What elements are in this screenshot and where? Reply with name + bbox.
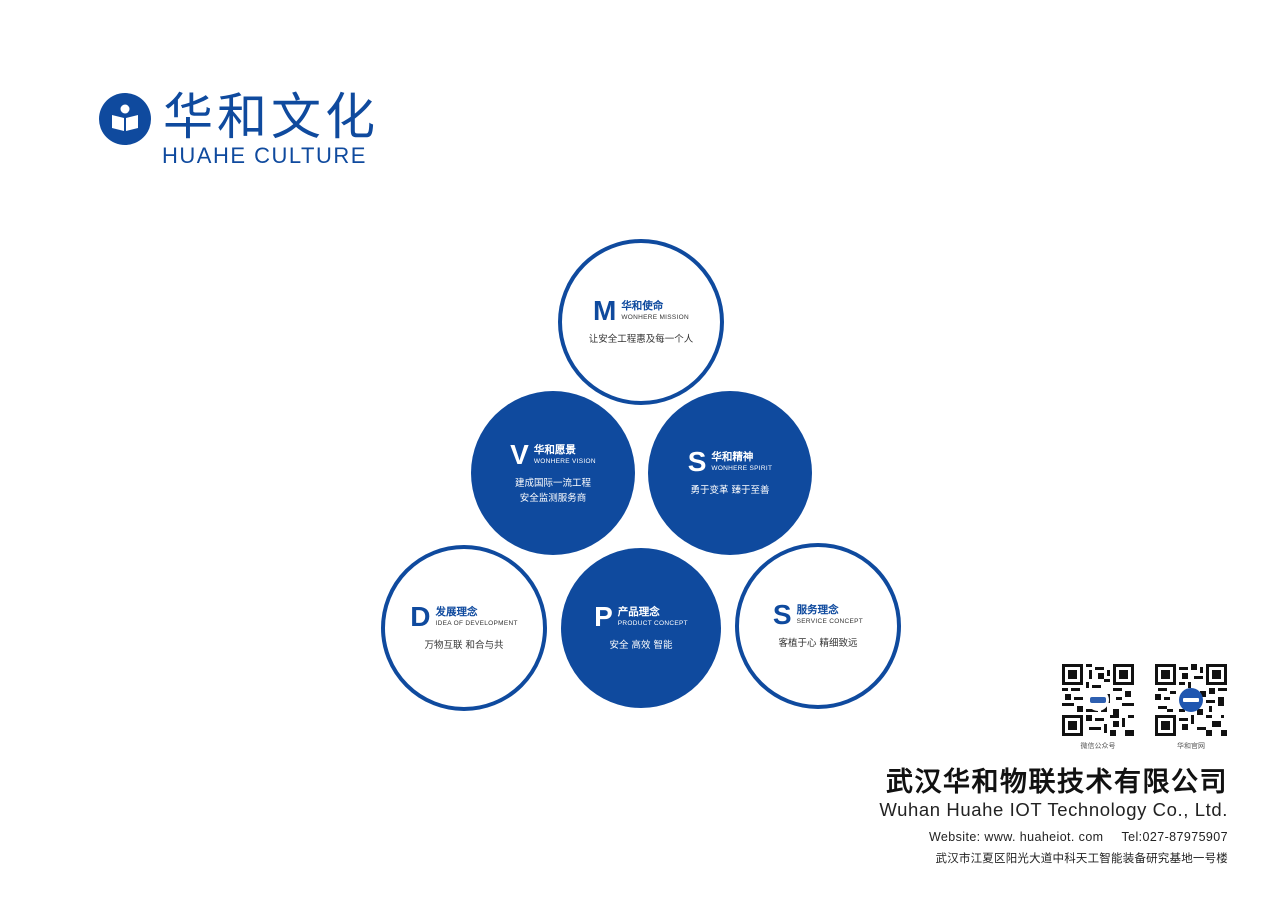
company-phone: Tel:027-87975907 <box>1121 830 1228 844</box>
circle-description: 客植于心 精细致远 <box>778 638 858 649</box>
qr-wechat: 微信公众号 <box>1062 664 1134 751</box>
circle-letter: V <box>510 438 529 470</box>
circle-letter: M <box>592 295 617 326</box>
circle-letter: P <box>594 601 613 632</box>
company-address: 武汉市江夏区阳光大道中科天工智能装备研究基地一号楼 <box>935 851 1228 865</box>
circle-mission: M 华和使命 WONHERE MISSION 让安全工程惠及每一个人 <box>558 239 724 405</box>
circle-description: 建成国际一流工程 安全监测服务商 <box>515 476 591 506</box>
qr-label: 微信公众号 <box>1080 742 1116 750</box>
circle-product: P 产品理念 PRODUCT CONCEPT 安全 高效 智能 <box>561 548 721 708</box>
qr-code-icon <box>1062 664 1134 736</box>
circle-development: D 发展理念 IDEA OF DEVELOPMENT 万物互联 和合与共 <box>381 545 547 711</box>
circle-title-cn: 发展理念 <box>435 606 478 618</box>
circle-title-en: WONHERE VISION <box>533 457 596 465</box>
circle-title-cn: 华和精神 <box>711 451 754 463</box>
qr-logo-badge <box>1179 688 1203 712</box>
circle-title-en: PRODUCT CONCEPT <box>617 620 688 627</box>
circle-vision: V 华和愿景 WONHERE VISION 建成国际一流工程 安全监测服务商 <box>471 391 635 555</box>
circle-description: 万物互联 和合与共 <box>424 640 504 651</box>
circle-title-cn: 华和使命 <box>621 300 664 312</box>
circle-service: S 服务理念 SERVICE CONCEPT 客植于心 精细致远 <box>735 543 901 709</box>
qr-label: 华和官网 <box>1177 742 1205 750</box>
brand-logo: 华和文化 HUAHE CULTURE <box>99 92 379 167</box>
company-name-cn: 武汉华和物联技术有限公司 <box>886 767 1228 798</box>
circle-title-en: SERVICE CONCEPT <box>796 618 864 625</box>
circle-letter: D <box>410 601 431 632</box>
circle-description: 勇于变革 臻于至善 <box>690 485 770 496</box>
circle-title-cn: 服务理念 <box>796 604 839 616</box>
company-contact: Website: www. huaheiot. com Tel:027-87975… <box>879 829 1228 845</box>
company-info: 武汉华和物联技术有限公司 Wuhan Huahe IOT Technology … <box>879 768 1228 866</box>
company-name-en: Wuhan Huahe IOT Technology Co., Ltd. <box>879 799 1228 820</box>
circle-title-en: IDEA OF DEVELOPMENT <box>435 620 518 627</box>
company-website: Website: www. huaheiot. com <box>928 830 1104 844</box>
qr-logo-badge <box>1087 689 1109 711</box>
open-book-person-icon <box>99 93 151 145</box>
qr-code-icon <box>1155 664 1227 736</box>
circle-letter: S <box>687 446 707 477</box>
circle-title-cn: 华和愿景 <box>533 443 576 456</box>
brand-name-en: HUAHE CULTURE <box>162 143 367 168</box>
circle-title-en: WONHERE SPIRIT <box>711 465 773 472</box>
description-line: 建成国际一流工程 <box>514 477 591 489</box>
brand-name-cn: 华和文化 <box>163 88 379 146</box>
circle-description: 安全 高效 智能 <box>609 640 673 651</box>
circle-title-en: WONHERE MISSION <box>621 314 690 321</box>
qr-website: 华和官网 <box>1155 664 1227 751</box>
circle-title-cn: 产品理念 <box>617 606 660 618</box>
circle-description: 让安全工程惠及每一个人 <box>588 334 694 345</box>
circle-letter: S <box>772 599 792 630</box>
circle-spirit: S 华和精神 WONHERE SPIRIT 勇于变革 臻于至善 <box>648 391 812 555</box>
description-line: 安全监测服务商 <box>519 492 587 504</box>
